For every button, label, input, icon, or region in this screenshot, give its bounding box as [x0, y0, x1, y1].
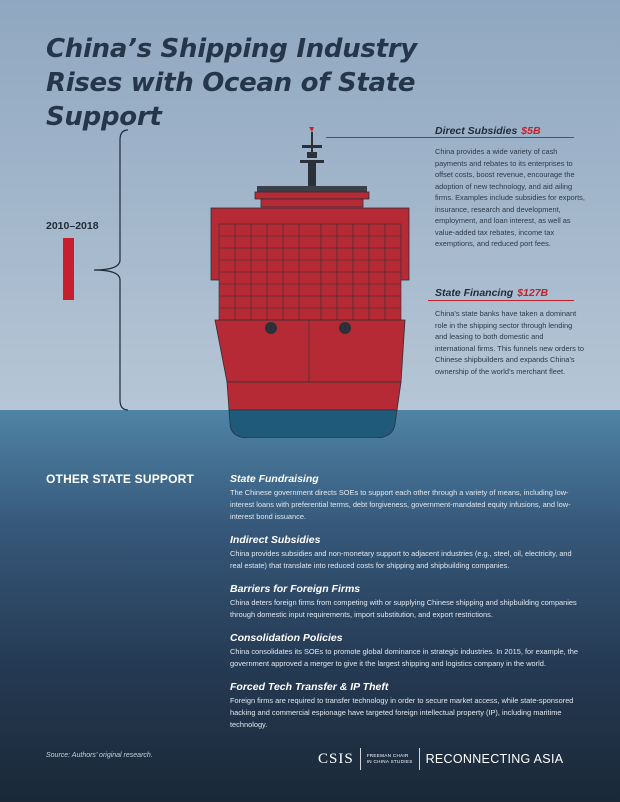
reconnecting-asia-logo: RECONNECTING ASIA	[425, 752, 564, 766]
logo-divider	[359, 748, 361, 770]
item-title: Consolidation Policies	[230, 632, 343, 644]
item-title: Barriers for Foreign Firms	[230, 583, 361, 595]
annotation-amount: $127B	[517, 287, 549, 299]
logo-divider	[418, 748, 420, 770]
item-text: The Chinese government directs SOEs to s…	[230, 488, 571, 521]
item-text: China consolidates its SOEs to promote g…	[230, 647, 578, 668]
annotation-title: State Financing	[435, 287, 514, 299]
csis-logo: CSIS	[318, 750, 354, 767]
item-text: Foreign firms are required to transfer t…	[230, 696, 574, 729]
item-text: China deters foreign firms from competin…	[230, 598, 577, 619]
annotation-text: China’s state banks have taken a dominan…	[435, 309, 584, 376]
leader-line-financing	[428, 300, 574, 301]
item-title: State Fundraising	[230, 473, 319, 485]
container-ship-illustration	[210, 127, 410, 438]
annotation-state-financing: State Financing$127B China’s state banks…	[435, 286, 585, 377]
annotation-amount: $5B	[521, 125, 541, 137]
list-item: Consolidation Policies China consolidate…	[230, 631, 580, 670]
page-title: China’s Shipping Industry Rises with Oce…	[46, 34, 417, 132]
period-label: 2010–2018	[46, 220, 99, 232]
chair-line-2: IN CHINA STUDIES	[366, 759, 413, 764]
other-support-list: State Fundraising The Chinese government…	[230, 472, 580, 741]
freeman-chair-logo: FREEMAN CHAIR IN CHINA STUDIES	[367, 753, 413, 765]
curly-brace	[93, 129, 129, 411]
list-item: Forced Tech Transfer & IP Theft Foreign …	[230, 680, 580, 731]
annotation-direct-subsidies: Direct Subsidies$5B China provides a wid…	[435, 124, 585, 250]
period-bar	[63, 238, 74, 300]
annotation-title: Direct Subsidies	[435, 125, 518, 137]
other-support-heading: OTHER STATE SUPPORT	[46, 472, 195, 486]
item-title: Indirect Subsidies	[230, 534, 321, 546]
list-item: Indirect Subsidies China provides subsid…	[230, 533, 580, 572]
list-item: State Fundraising The Chinese government…	[230, 472, 580, 523]
item-text: China provides subsidies and non-monetar…	[230, 549, 572, 570]
sea-background	[0, 410, 620, 802]
annotation-heading: Direct Subsidies$5B	[435, 124, 585, 138]
chair-line-1: FREEMAN CHAIR	[366, 753, 409, 758]
source-note: Source: Authors’ original research.	[46, 752, 153, 759]
footer-logos: CSIS FREEMAN CHAIR IN CHINA STUDIES RECO…	[318, 748, 563, 770]
item-title: Forced Tech Transfer & IP Theft	[230, 681, 389, 693]
list-item: Barriers for Foreign Firms China deters …	[230, 582, 580, 621]
annotation-text: China provides a wide variety of cash pa…	[435, 147, 585, 248]
leader-line-direct	[326, 137, 574, 138]
annotation-heading: State Financing$127B	[435, 286, 585, 300]
